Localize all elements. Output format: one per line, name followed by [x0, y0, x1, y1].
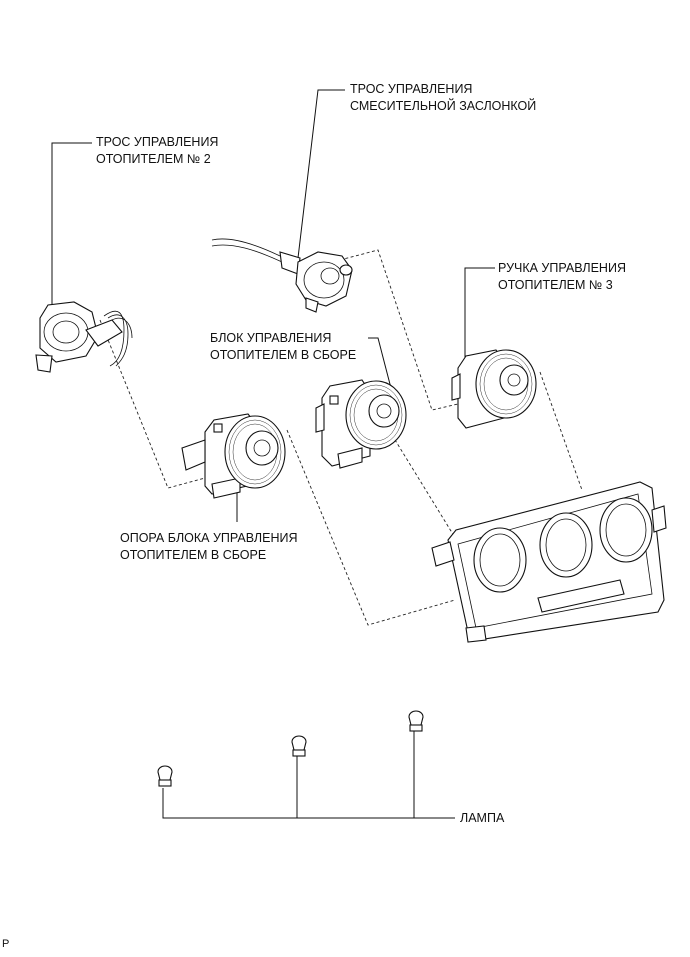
label-mix-damper-cable: ТРОС УПРАВЛЕНИЯ СМЕСИТЕЛЬНОЙ ЗАСЛОНКОЙ — [350, 81, 536, 115]
label-heater-cable-2: ТРОС УПРАВЛЕНИЯ ОТОПИТЕЛЕМ № 2 — [96, 134, 218, 168]
leader-heater-cable-2 — [51, 142, 92, 318]
label-heater-cable-2-line2: ОТОПИТЕЛЕМ № 2 — [96, 152, 211, 166]
label-mix-damper-cable-line1: ТРОС УПРАВЛЕНИЯ — [350, 82, 473, 96]
heater-knob-3-part — [451, 349, 537, 429]
heater-control-base-part — [181, 413, 286, 499]
label-mix-damper-cable-line2: СМЕСИТЕЛЬНОЙ ЗАСЛОНКОЙ — [350, 99, 537, 113]
leader-lamp — [162, 788, 455, 819]
align-knob3-panel — [539, 371, 583, 491]
mix-damper-cable-part — [211, 238, 353, 313]
align-base-panel — [286, 429, 456, 626]
alignment-lines — [99, 249, 583, 626]
label-heater-knob-3-line2: ОТОПИТЕЛЕМ № 3 — [498, 278, 613, 292]
leader-mix-damper-cable — [297, 89, 345, 259]
label-heater-control-assy-line1: БЛОК УПРАВЛЕНИЯ — [210, 331, 332, 345]
label-heater-knob-3: РУЧКА УПРАВЛЕНИЯ ОТОПИТЕЛЕМ № 3 — [498, 260, 626, 294]
leader-heater-control-assy — [368, 337, 393, 393]
label-heater-control-base-line1: ОПОРА БЛОКА УПРАВЛЕНИЯ — [120, 531, 298, 545]
leader-heater-knob-3 — [464, 267, 495, 368]
figure-code: P — [2, 938, 10, 950]
leader-lines — [51, 89, 495, 819]
align-assy-panel — [391, 434, 471, 563]
heater-control-assy-part — [315, 379, 407, 469]
lamp-2 — [291, 735, 307, 757]
lamp-1 — [157, 765, 173, 787]
heater-cable-2-part — [35, 301, 133, 373]
label-heater-control-assy: БЛОК УПРАВЛЕНИЯ ОТОПИТЕЛЕМ В СБОРЕ — [210, 330, 356, 364]
label-lamp: ЛАМПА — [460, 811, 505, 825]
label-heater-cable-2-line1: ТРОС УПРАВЛЕНИЯ — [96, 135, 219, 149]
control-panel-bezel-part — [431, 481, 667, 643]
lamp-3 — [408, 710, 424, 732]
align-mix-knob3 — [339, 249, 459, 411]
label-heater-control-base-line2: ОТОПИТЕЛЕМ В СБОРЕ — [120, 548, 267, 562]
label-heater-control-assy-line2: ОТОПИТЕЛЕМ В СБОРЕ — [210, 348, 357, 362]
label-heater-control-base: ОПОРА БЛОКА УПРАВЛЕНИЯ ОТОПИТЕЛЕМ В СБОР… — [120, 530, 298, 564]
label-heater-knob-3-line1: РУЧКА УПРАВЛЕНИЯ — [498, 261, 626, 275]
